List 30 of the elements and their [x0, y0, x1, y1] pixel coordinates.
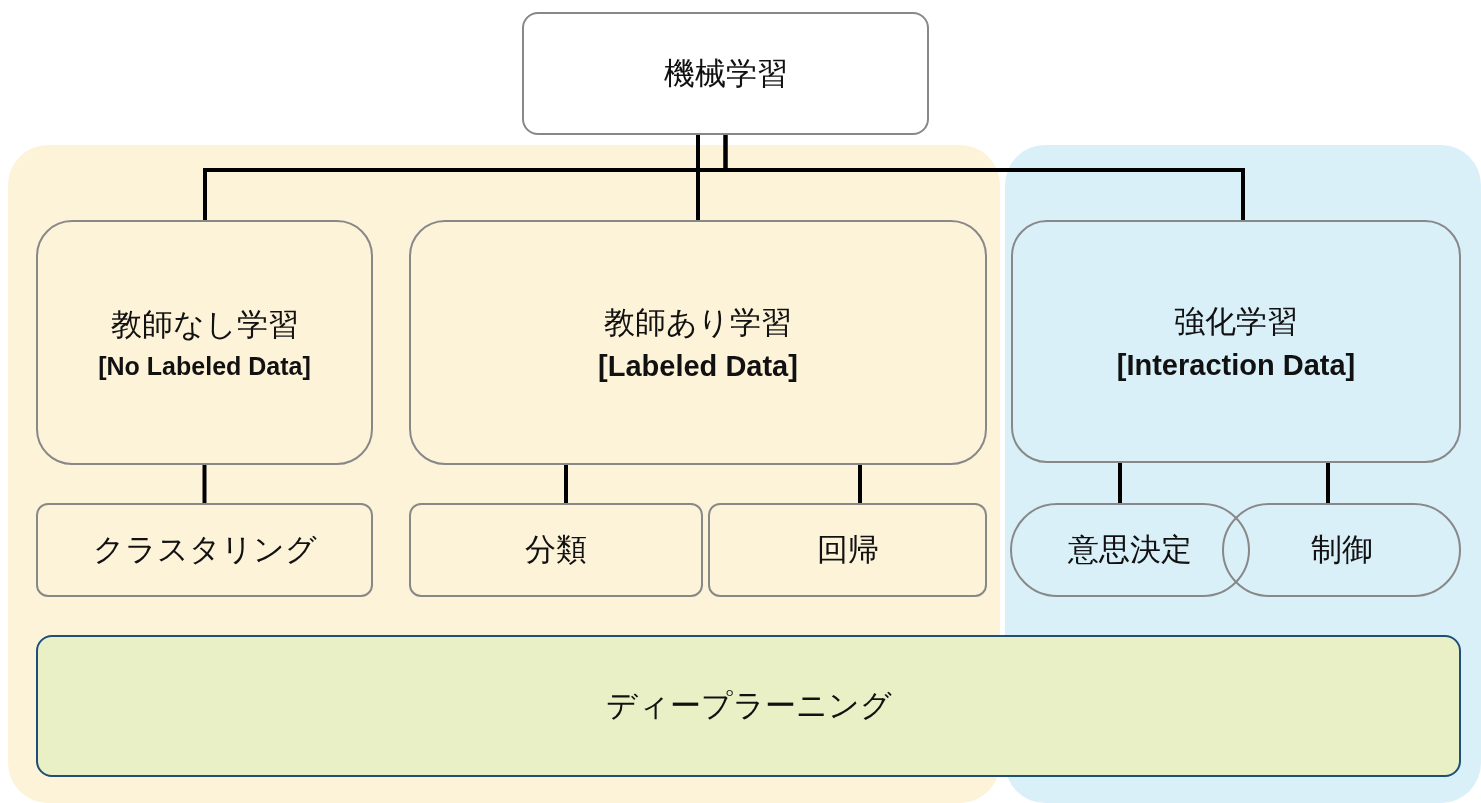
- connector-line: [723, 135, 1245, 220]
- method-box: [409, 503, 703, 597]
- connector-line: [1326, 463, 1330, 503]
- connector-line: [1118, 463, 1122, 503]
- method-box: [708, 503, 987, 597]
- node-subtitle: [No Labeled Data]: [98, 352, 311, 381]
- category-box: [409, 220, 987, 465]
- node-title: 機械学習: [663, 54, 788, 93]
- connector-line: [696, 135, 700, 220]
- node-title: ディープラーニング: [605, 687, 892, 725]
- node-title: 教師あり学習: [604, 304, 792, 342]
- category-box: [36, 220, 373, 465]
- connector-line: [202, 465, 207, 503]
- foundation-box: [36, 635, 1461, 777]
- node-title: 意思決定: [1068, 531, 1192, 569]
- node-title: 回帰: [816, 531, 879, 569]
- category-box: [1011, 220, 1461, 463]
- method-pill: [1010, 503, 1250, 597]
- node-title: 教師なし学習: [110, 306, 299, 344]
- connector-line: [858, 465, 862, 503]
- connector-line: [564, 465, 568, 503]
- method-box: [36, 503, 373, 597]
- node-title: クラスタリング: [92, 531, 317, 569]
- node-subtitle: [Interaction Data]: [1116, 349, 1356, 382]
- node-title: 分類: [525, 531, 587, 569]
- root-box: [522, 12, 929, 135]
- node-title: 強化学習: [1174, 303, 1298, 341]
- node-subtitle: [Labeled Data]: [598, 350, 798, 383]
- method-pill: [1222, 503, 1461, 597]
- node-title: 制御: [1310, 531, 1373, 569]
